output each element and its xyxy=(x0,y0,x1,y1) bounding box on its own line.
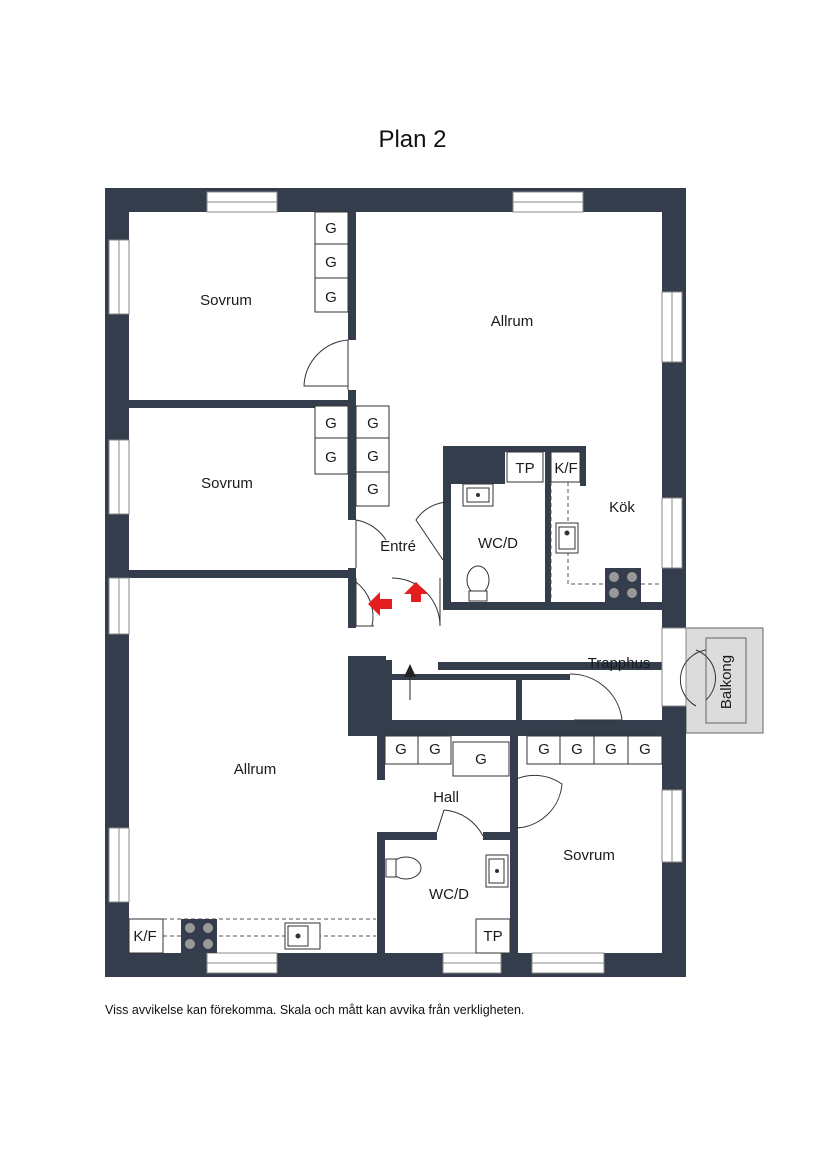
washbasin-icon xyxy=(485,854,509,888)
entrance-arrow-icon xyxy=(404,582,428,602)
wardrobe-label: G xyxy=(605,741,617,758)
wardrobe-label: G xyxy=(395,741,407,758)
room-label-allrum: Allrum xyxy=(491,313,534,330)
wardrobe-label: G xyxy=(325,254,337,271)
sink-icon xyxy=(284,922,321,950)
kf-label: K/F xyxy=(554,460,577,477)
entrance-arrow-icon xyxy=(368,592,392,616)
wardrobe-label: G xyxy=(325,289,337,306)
wardrobe-label: G xyxy=(639,741,651,758)
kf-label: K/F xyxy=(133,928,156,945)
room-label-wcd: WC/D xyxy=(429,886,469,903)
room-label-trapphus: Trapphus xyxy=(588,655,651,672)
page-title: Plan 2 xyxy=(378,126,447,153)
wardrobes xyxy=(314,211,663,777)
room-label-sovrum: Sovrum xyxy=(563,847,615,864)
room-label-hall: Hall xyxy=(433,789,459,806)
wardrobe-label: G xyxy=(475,751,487,768)
room-label-allrum: Allrum xyxy=(234,761,277,778)
room-label-wcd: WC/D xyxy=(478,535,518,552)
wardrobe-label: G xyxy=(429,741,441,758)
wardrobe-label: G xyxy=(367,415,379,432)
tp-label: TP xyxy=(483,928,502,945)
room-label-balkong: Balkong xyxy=(718,655,735,709)
stove-icon xyxy=(605,568,641,602)
tp-label: TP xyxy=(515,460,534,477)
wardrobe-label: G xyxy=(367,481,379,498)
fixture-boxes xyxy=(128,451,581,954)
windows xyxy=(108,191,687,974)
washbasin-icon xyxy=(462,483,494,507)
wardrobe-label: G xyxy=(325,220,337,237)
stove-icon xyxy=(181,919,217,953)
room-label-sovrum: Sovrum xyxy=(201,475,253,492)
wardrobe-label: G xyxy=(367,448,379,465)
room-label-entre: Entré xyxy=(380,538,416,555)
room-label-sovrum: Sovrum xyxy=(200,292,252,309)
wardrobe-label: G xyxy=(538,741,550,758)
room-label-kok: Kök xyxy=(609,499,635,516)
sink-icon xyxy=(555,522,579,554)
wardrobe-label: G xyxy=(325,449,337,466)
stair-arrow-icon xyxy=(404,664,416,700)
room-labels: Sovrum Allrum Sovrum Entré WC/D Kök Trap… xyxy=(200,292,735,903)
toilet-icon xyxy=(466,565,490,602)
toilet-icon xyxy=(385,856,422,880)
wardrobe-label: G xyxy=(325,415,337,432)
wardrobe-labels: G G G G G G G G G G G G G G G xyxy=(325,220,651,768)
doors xyxy=(303,339,716,837)
balcony xyxy=(685,627,764,734)
disclaimer: Viss avvikelse kan förekomma. Skala och … xyxy=(105,1003,525,1017)
wardrobe-label: G xyxy=(571,741,583,758)
